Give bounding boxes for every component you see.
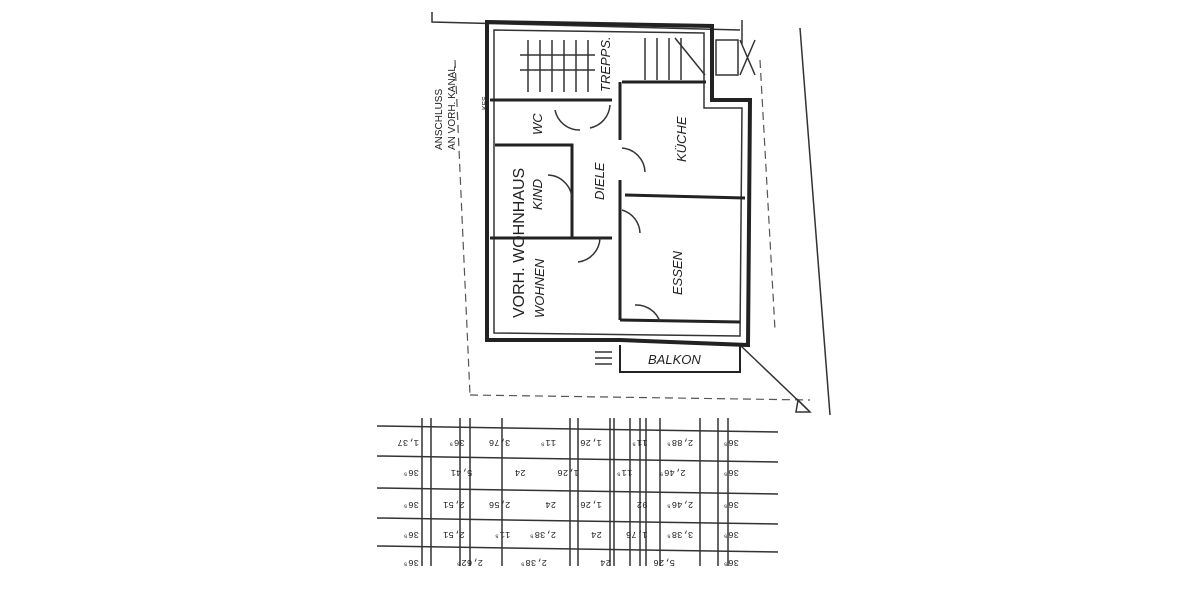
dimension-label: 24 — [591, 529, 602, 539]
dimension-label: 1,76 — [626, 529, 648, 539]
balcony — [619, 345, 741, 373]
room-label-child: KIND — [530, 179, 545, 210]
dimension-label: 24 — [545, 499, 556, 509]
room-label-dining: ESSEN — [670, 250, 685, 295]
dimension-label: 1,37 — [397, 437, 419, 447]
connection-label-1: ANSCHLUSS — [434, 89, 445, 150]
dimension-label: 36⁵ — [723, 499, 739, 509]
dimension-label: 2,46⁵ — [659, 467, 686, 477]
dimension-label: 5,26 — [653, 557, 675, 567]
dimension-label: 24 — [515, 467, 526, 477]
dimension-label: 1,26 — [557, 467, 579, 477]
dimension-label: 11⁵ — [494, 529, 510, 539]
dimension-label: 11⁵ — [631, 437, 647, 447]
dimension-label: 2,56 — [489, 499, 511, 509]
dimension-label: 2,62⁵ — [456, 557, 483, 567]
dimension-grid: 1,37 36⁵ 3,76 11⁵ 1,26 11⁵ 2,88⁵ 36⁵ 36⁵ 5,41 24 1,… — [376, 418, 779, 567]
dimension-label: 36⁵ — [723, 437, 739, 447]
room-label-kitchen: KÜCHE — [674, 116, 689, 162]
dimension-label: 5,41 — [451, 467, 473, 477]
dimension-label: 3,76 — [489, 437, 511, 447]
dimension-label: 2,51 — [443, 499, 465, 509]
dimension-label: 36⁵ — [723, 529, 739, 539]
dimension-label: 36⁵ — [403, 467, 419, 477]
dimension-label: 11⁵ — [616, 467, 632, 477]
room-label-wc: WC — [530, 113, 545, 135]
room-label-living: WOHNEN — [532, 258, 547, 318]
marker-label: KFS — [482, 96, 489, 110]
connection-label-2: AN VORH. KANAL — [447, 66, 458, 150]
dimension-label: 11⁵ — [540, 437, 556, 447]
dimension-label: 36⁵ — [723, 557, 739, 567]
room-label-balcony: BALKON — [648, 352, 701, 367]
dimension-label: 36⁵ — [403, 529, 419, 539]
walls — [485, 19, 756, 373]
dimension-label: 36⁵ — [403, 557, 419, 567]
dimension-label: 1,26 — [580, 499, 602, 509]
site-boundary — [431, 12, 831, 416]
dimension-label: 2,51 — [443, 529, 465, 539]
dimension-label: 92 — [637, 499, 648, 509]
dimension-label: 24 — [600, 557, 611, 567]
existing-house-label: VORH. WOHNHAUS — [511, 168, 528, 318]
dimension-label: 1,26 — [580, 437, 602, 447]
dimension-label: 36⁵ — [723, 467, 739, 477]
dimension-label: 2,38⁵ — [529, 529, 556, 539]
dimension-label: 36⁵ — [449, 437, 465, 447]
dimension-label: 2,46⁵ — [666, 499, 693, 509]
room-label-stairs: TREPPS. — [598, 36, 613, 92]
dimension-label: 3,38⁵ — [666, 529, 693, 539]
dimension-label: 36⁵ — [403, 499, 419, 509]
dimension-label: 2,38⁵ — [520, 557, 547, 567]
stairs — [520, 37, 706, 92]
doors — [547, 104, 661, 323]
dimension-label: 2,88⁵ — [666, 437, 693, 447]
room-label-hall: DIELE — [592, 162, 607, 200]
